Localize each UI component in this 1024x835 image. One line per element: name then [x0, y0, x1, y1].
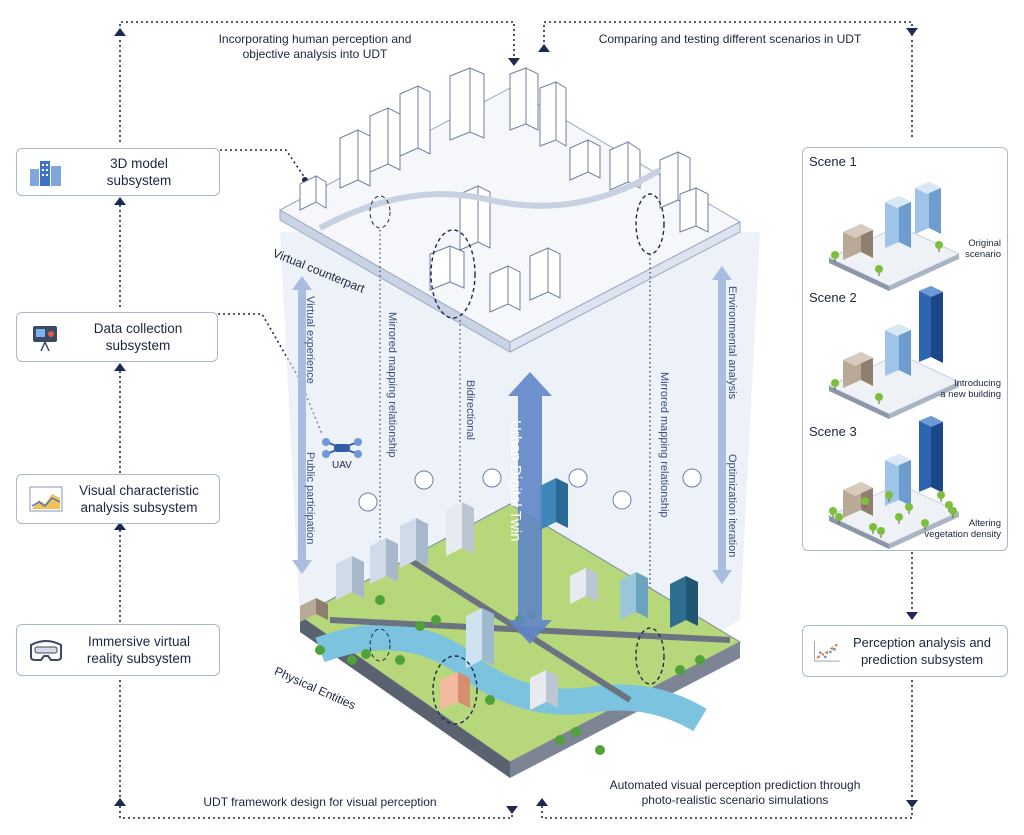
bidirectional-label: Bidirectional	[464, 380, 476, 440]
top-left-caption: Incorporating human perception and objec…	[190, 32, 440, 62]
bottom-right-caption: Automated visual perception prediction t…	[575, 778, 895, 808]
scene-3-title: Scene 3	[809, 424, 857, 439]
subsystem-label: prediction subsystem	[860, 652, 984, 667]
scene-caption-line: vegetation density	[924, 529, 1001, 540]
subsystem-label: Immersive virtual	[87, 634, 190, 649]
subsystem-label: subsystem	[105, 338, 171, 353]
scene-illustrations	[828, 182, 960, 550]
caption-line: Automated visual perception prediction t…	[609, 778, 861, 792]
subsystem-3d-model: 3D model subsystem	[16, 148, 220, 196]
subsystem-perception-analysis: Perception analysis and prediction subsys…	[802, 625, 1008, 677]
mirrored-mapping-left-label: Mirrored mapping relationship	[386, 312, 398, 458]
environmental-analysis-label: Environmental analysis	[726, 286, 738, 400]
chart-icon	[29, 486, 63, 512]
subsystem-label: Perception analysis and	[852, 635, 992, 650]
subsystem-label: analysis subsystem	[80, 500, 198, 515]
virtual-counterpart-slab	[278, 67, 742, 353]
caption-line: objective analysis into UDT	[242, 47, 388, 61]
scene-caption-line: a new building	[940, 389, 1001, 400]
public-participation-label: Public participation	[304, 452, 316, 545]
caption-line: Incorporating human perception and	[218, 32, 412, 46]
subsystem-visual-characteristic: Visual characteristic analysis subsystem	[16, 474, 220, 524]
subsystem-label: Visual characteristic	[79, 483, 199, 498]
udt-label: Urban Digital Twin	[507, 420, 524, 542]
scatter-chart-icon	[813, 640, 840, 662]
scene-caption-line: Introducing	[953, 378, 1001, 389]
sensor-icons	[358, 468, 702, 512]
urban-digital-twin-illustration	[278, 67, 760, 778]
scene-1-title: Scene 1	[809, 154, 857, 169]
buildings-icon	[30, 161, 61, 186]
scene-caption-line: scenario	[965, 249, 1001, 260]
vr-headset-icon	[30, 640, 62, 661]
scene-2-caption: Introducing a new building	[940, 378, 1001, 400]
virtual-experience-label: Virtual experience	[304, 296, 316, 384]
subsystem-label: reality subsystem	[86, 651, 192, 666]
top-right-caption: Comparing and testing different scenario…	[598, 32, 862, 46]
caption-line: photo-realistic scenario simulations	[641, 793, 829, 807]
scene-1-caption: Original scenario	[965, 238, 1001, 260]
camera-icon	[33, 326, 57, 352]
mirrored-mapping-right-label: Mirrored mapping relationship	[658, 372, 670, 518]
side-arrows	[292, 266, 732, 584]
scenes-panel: Scene 1 Original scenario Scene 2 Introd…	[802, 147, 1008, 551]
subsystem-immersive-vr: Immersive virtual reality subsystem	[16, 624, 220, 676]
uav-label: UAV	[332, 460, 352, 471]
subsystem-label: 3D model	[110, 156, 168, 171]
scene-caption-line: Original	[968, 238, 1001, 249]
bottom-left-caption: UDT framework design for visual percepti…	[203, 795, 437, 809]
subsystem-data-collection: Data collection subsystem	[16, 312, 218, 362]
uav-icon	[322, 438, 362, 458]
udt-bidirectional-arrow	[508, 372, 552, 644]
subsystem-label: Data collection	[93, 321, 183, 336]
scene-2-title: Scene 2	[809, 290, 857, 305]
optimization-iteration-label: Optimization iteration	[726, 454, 738, 558]
scene-caption-line: Altering	[968, 518, 1001, 529]
subsystem-label: subsystem	[106, 173, 172, 188]
scene-3-caption: Altering vegetation density	[924, 518, 1001, 540]
